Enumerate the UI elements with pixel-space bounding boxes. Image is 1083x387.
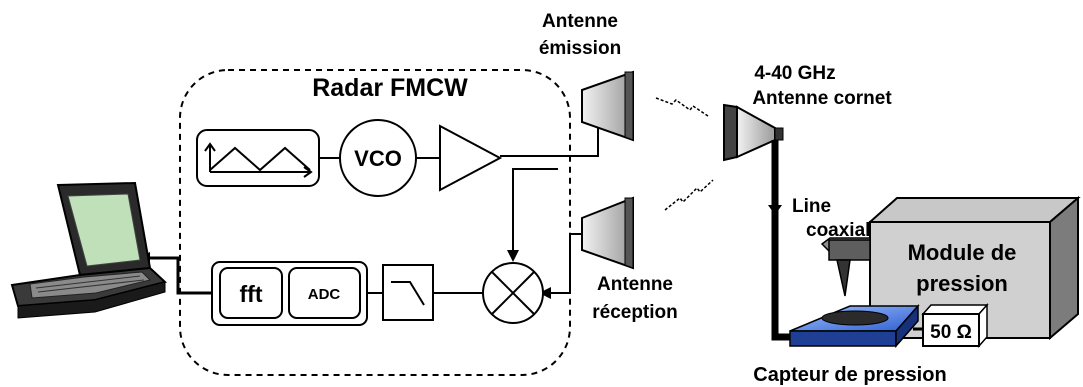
coax-label: Line <box>792 196 831 217</box>
vco-block: VCO <box>339 119 417 197</box>
receive-antenna-label: Antenne <box>597 274 673 295</box>
wireless-link-tx-icon <box>655 97 709 117</box>
ramp-generator <box>196 129 320 187</box>
transmit-antenna-label: Antenne <box>542 11 618 32</box>
triangle-wave-icon <box>209 146 311 172</box>
transmit-antenna-icon <box>581 70 634 142</box>
adc-label: ADC <box>308 286 341 303</box>
transmit-antenna-label-2: émission <box>539 38 621 59</box>
coax-label-2: coaxiale <box>806 220 881 241</box>
radar-fmcw-boundary <box>179 69 571 376</box>
pressure-sensor-icon <box>789 304 920 348</box>
fft-block <box>219 267 283 319</box>
amplifier-icon <box>439 124 503 192</box>
horn-antenna-icon <box>723 103 784 162</box>
laptop-icon <box>10 181 168 319</box>
processing-unit: fft ADC <box>211 261 368 326</box>
lowpass-filter-block <box>382 264 434 321</box>
pressure-module-label-2: pression <box>916 271 1008 296</box>
pressure-sensor-label: Capteur de pression <box>753 364 946 386</box>
radar-title: Radar FMCW <box>312 74 468 102</box>
load-50-ohm-block: 50 Ω <box>921 303 989 348</box>
load-label: 50 Ω <box>930 322 972 343</box>
vco-label: VCO <box>354 146 402 171</box>
pressure-actuator-icon <box>820 237 871 297</box>
horn-antenna-label: Antenne cornet <box>752 88 892 109</box>
mixer-icon <box>482 262 544 324</box>
lowpass-filter-icon <box>391 281 425 306</box>
wireless-link-rx-icon <box>664 179 714 211</box>
adc-block <box>288 267 361 319</box>
receive-antenna-label-2: réception <box>592 302 678 323</box>
horn-frequency-label: 4-40 GHz <box>754 63 835 84</box>
receive-antenna-icon <box>581 196 634 270</box>
pressure-module-label: Module de <box>908 240 1017 265</box>
fft-label: fft <box>240 281 263 307</box>
